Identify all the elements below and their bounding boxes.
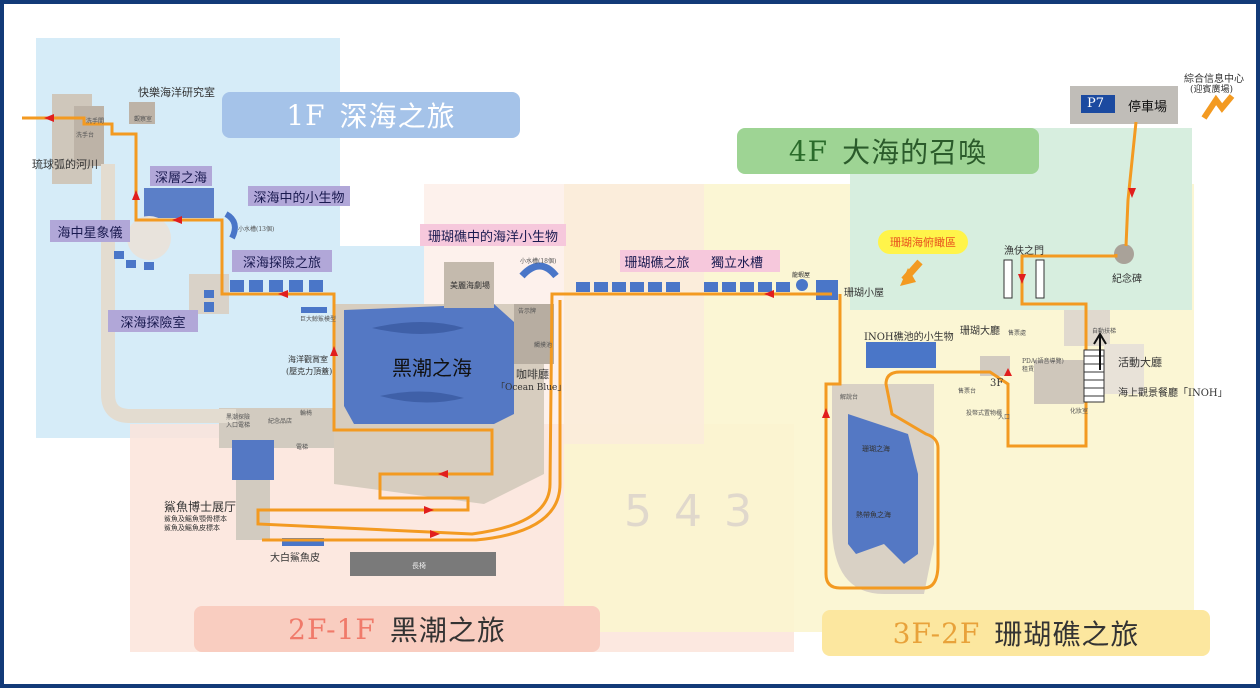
inoh-pool bbox=[866, 342, 936, 368]
tag-deep-explore-room: 深海探險室 bbox=[108, 310, 198, 332]
label-escalator: 自動扶梯 bbox=[1092, 328, 1117, 335]
banner-3f-title: 珊瑚礁之旅 bbox=[994, 618, 1140, 651]
label-tropical-sea: 熱帶魚之海 bbox=[856, 511, 891, 519]
lab-room-block bbox=[129, 102, 155, 124]
shark-tank bbox=[232, 440, 274, 480]
label-shark-line2: 鯊魚及鰩魚皮標本 bbox=[164, 524, 220, 532]
deep-sea-tank bbox=[144, 188, 214, 218]
label-locker: 投幣式置物櫃 bbox=[966, 410, 1003, 417]
label-toilet: 洗手間 bbox=[86, 118, 105, 125]
label-monument: 紀念碑 bbox=[1112, 274, 1142, 285]
label-observation: 海洋觀賞室 bbox=[288, 355, 328, 364]
label-info-center: 綜合信息中心 bbox=[1184, 74, 1244, 85]
label-souvenir: 售票處 bbox=[1008, 330, 1027, 337]
building-2f bbox=[232, 262, 559, 576]
label-coral-hall: 珊瑚大廳 bbox=[960, 326, 1000, 337]
escalator-icon bbox=[1083, 332, 1107, 403]
label-coral-hut: 珊瑚小屋 bbox=[844, 288, 884, 299]
label-restroom2: 化妝室 bbox=[1070, 408, 1089, 415]
building-1f bbox=[52, 94, 344, 448]
label-shark-entrance: 黑潮探險 bbox=[226, 414, 251, 421]
fisher-gate-icon bbox=[1003, 259, 1045, 299]
long-bench bbox=[350, 552, 496, 576]
label-info-center-sub: (迎賓廣場) bbox=[1190, 85, 1234, 95]
label-pda2: 租賃 bbox=[1022, 366, 1035, 373]
label-ocean-theater: 美麗海劇場 bbox=[450, 281, 490, 290]
label-cafe: 咖啡廳 bbox=[516, 368, 549, 381]
banner-4f: 4F 大海的召喚 bbox=[737, 128, 1039, 174]
label-entrance: 入口 bbox=[998, 414, 1011, 421]
label-fisher-gate: 漁伕之門 bbox=[1004, 246, 1044, 257]
label-pda: PDA(語音導覽) bbox=[1022, 358, 1064, 365]
banner-3f-2f: 3F-2F 珊瑚礁之旅 bbox=[822, 610, 1210, 656]
tag-coral-tour: 珊瑚礁之旅 bbox=[620, 250, 694, 272]
label-river: 琉球弧的河川 bbox=[32, 158, 98, 171]
label-lab-room: 觀察室 bbox=[134, 116, 153, 123]
banner-1f-title: 深海之旅 bbox=[339, 100, 456, 133]
label-shop: 紀念品店 bbox=[268, 418, 293, 425]
label-small-tank-18: 小水槽(18個) bbox=[520, 258, 557, 265]
banner-3f-floor: 3F-2F bbox=[892, 616, 981, 650]
route-arrows bbox=[44, 114, 1136, 538]
label-inoh: INOH礁池的小生物 bbox=[864, 332, 954, 343]
label-elevator: 電梯 bbox=[296, 444, 309, 451]
banner-4f-title: 大海的召喚 bbox=[842, 136, 988, 169]
label-parking: 停車場 bbox=[1128, 100, 1168, 115]
watermark-text: 543 bbox=[624, 486, 774, 537]
banner-1f: 1F 深海之旅 bbox=[222, 92, 520, 138]
building-block bbox=[74, 106, 104, 166]
label-cafe-en: 「Ocean Blue」 bbox=[496, 383, 567, 393]
label-shark-line1: 鯊魚及鰩魚顎骨標本 bbox=[164, 515, 227, 523]
tag-planetarium: 海中星象儀 bbox=[50, 220, 130, 242]
building-3f bbox=[832, 310, 1144, 594]
tag-small-creatures-deep: 深海中的小生物 bbox=[248, 186, 350, 206]
label-floor-3f: 3F bbox=[990, 378, 1004, 389]
corridor bbox=[101, 164, 236, 423]
label-white-shark-skin: 大白鯊魚皮 bbox=[270, 553, 320, 564]
floor-plan-drawing bbox=[22, 86, 1235, 594]
tag-deep-sea: 深層之海 bbox=[150, 166, 212, 186]
label-shark-entrance2: 入口電梯 bbox=[226, 422, 251, 429]
label-shark-museum: 鯊魚博士展厅 bbox=[164, 500, 237, 514]
kuroshio-tank bbox=[344, 304, 514, 424]
label-touch: 觸摸池 bbox=[534, 342, 553, 349]
label-small-tank-13: 小水槽(13個) bbox=[238, 226, 275, 233]
coral-view-badge: 珊瑚海俯瞰區 bbox=[878, 230, 968, 254]
tag-coral-small-creatures: 珊瑚礁中的海洋小生物 bbox=[420, 224, 566, 246]
label-wheelchair: 輪椅 bbox=[300, 410, 313, 417]
banner-2f-1f: 2F-1F 黑潮之旅 bbox=[194, 606, 600, 652]
coral-tanks bbox=[576, 279, 838, 300]
planetarium-dome bbox=[127, 216, 171, 260]
info-arrow-icon bbox=[1201, 94, 1235, 120]
label-dragon-house: 龍蝦屋 bbox=[792, 272, 811, 279]
label-parking-code: P7 bbox=[1087, 96, 1105, 111]
monument-marker bbox=[1114, 244, 1134, 264]
banner-1f-floor: 1F bbox=[286, 98, 326, 132]
ocean-theater bbox=[444, 262, 494, 308]
small-tanks-1f bbox=[114, 211, 327, 313]
banner-4f-floor: 4F bbox=[788, 134, 829, 168]
label-kuroshio: 黑潮之海 bbox=[392, 356, 472, 380]
tag-indep-tank: 獨立水槽 bbox=[694, 250, 780, 272]
parking-badge bbox=[1081, 95, 1115, 113]
label-explanation: 解說台 bbox=[840, 394, 859, 401]
label-long-bench: 長椅 bbox=[412, 562, 426, 570]
label-lab: 快樂海洋研究室 bbox=[138, 86, 215, 99]
label-hand-wash: 洗手台 bbox=[76, 132, 95, 139]
label-camera: 巨大鯨鯊模型 bbox=[300, 316, 337, 323]
label-observation-sub: (壓克力頂蓋) bbox=[286, 367, 333, 376]
banner-2f-title: 黑潮之旅 bbox=[389, 614, 506, 647]
banner-2f-floor: 2F-1F bbox=[288, 612, 376, 646]
label-event-info: 告示牌 bbox=[518, 308, 537, 315]
label-restaurant: 海上觀景餐廳「INOH」 bbox=[1118, 388, 1228, 399]
tropical-tank bbox=[848, 414, 918, 564]
tag-deep-explore-tour: 深海探險之旅 bbox=[232, 250, 332, 272]
label-coral-sea: 珊瑚之海 bbox=[862, 445, 890, 453]
label-activity-hall: 活動大廳 bbox=[1118, 356, 1162, 369]
label-ticket: 售票台 bbox=[958, 388, 977, 395]
